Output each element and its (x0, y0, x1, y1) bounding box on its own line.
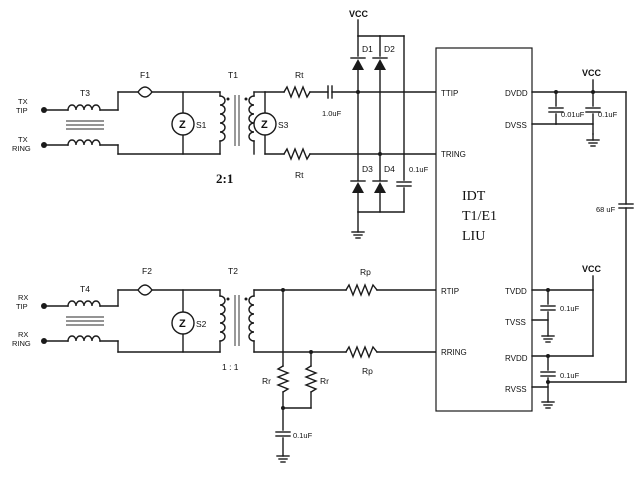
svg-text:0.1uF: 0.1uF (560, 304, 580, 313)
diode-d3: D3 (350, 91, 373, 213)
resistor-rt-bottom: Rt (264, 147, 437, 180)
svg-text:S2: S2 (196, 319, 207, 329)
rx-tip-port: RX TIP (16, 293, 47, 311)
vcc-mid: VCC (582, 264, 602, 291)
vcc-right: VCC (582, 68, 602, 93)
svg-text:Rp: Rp (360, 267, 371, 277)
resistor-rp-top: Rp (345, 267, 437, 297)
svg-text:RX: RX (18, 330, 28, 339)
liu-chip: IDT T1/E1 LIU TTIP TRING RTIP RRING DVDD… (435, 47, 533, 412)
pin-dvss: DVSS (505, 121, 527, 130)
tx-tip-port: TX TIP (16, 97, 47, 115)
svg-text:Rr: Rr (320, 376, 329, 386)
capacitor-tx-coupling: 1.0uF (322, 85, 437, 118)
svg-text:0.1uF: 0.1uF (598, 110, 618, 119)
svg-text:VCC: VCC (582, 68, 602, 78)
svg-text:TIP: TIP (16, 302, 28, 311)
svg-text:0.1uF: 0.1uF (409, 165, 429, 174)
diode-d2: D2 (372, 35, 395, 155)
surge-protector-s2: Z S2 (171, 289, 207, 353)
capacitor-dvdd-01: 0.1uF (585, 91, 618, 147)
vcc-top: VCC (349, 9, 381, 37)
svg-text:Rt: Rt (295, 70, 304, 80)
transformer-t2: T2 (219, 266, 255, 353)
resistor-rt-top: Rt (264, 70, 329, 99)
svg-text:RX: RX (18, 293, 28, 302)
svg-text:T1: T1 (228, 70, 238, 80)
fuse-f1: F1 (117, 70, 221, 155)
transformer-t4: T4 (43, 284, 119, 342)
rx-ratio-label: 1 : 1 (222, 362, 239, 372)
diode-d1: D1 (350, 35, 373, 93)
chip-name-line1: IDT (462, 189, 486, 204)
pin-rvss: RVSS (505, 385, 527, 394)
svg-text:T3: T3 (80, 88, 90, 98)
svg-text:T4: T4 (80, 284, 90, 294)
transformer-t3: T3 (43, 88, 119, 146)
tx-ratio-label: 2:1 (216, 171, 233, 186)
chip-name-line2: T1/E1 (462, 209, 497, 224)
pin-tring: TRING (441, 150, 466, 159)
resistor-rp-bottom: Rp (345, 345, 437, 376)
capacitor-dvdd-001: 0.01uF (548, 91, 585, 125)
fuse-f2: F2 (117, 266, 221, 353)
pin-rtip: RTIP (441, 287, 459, 296)
svg-text:0.1uF: 0.1uF (293, 431, 313, 440)
capacitor-tvdd: 0.1uF (531, 289, 580, 343)
resistor-rr-right: Rr (304, 351, 329, 409)
capacitor-bulk: 68 uF (596, 91, 634, 383)
svg-text:VCC: VCC (582, 264, 602, 274)
pin-tvdd: TVDD (505, 287, 527, 296)
svg-text:0.1uF: 0.1uF (560, 371, 580, 380)
svg-text:D1: D1 (362, 44, 373, 54)
svg-text:Rt: Rt (295, 170, 304, 180)
ground-diode (351, 211, 365, 239)
svg-text:TX: TX (18, 97, 28, 106)
surge-protector-s3: Z S3 (253, 91, 289, 155)
svg-text:F2: F2 (142, 266, 152, 276)
svg-text:S3: S3 (278, 120, 289, 130)
surge-protector-s1: Z S1 (171, 91, 207, 155)
svg-text:TIP: TIP (16, 106, 28, 115)
rx-ring-port: RX RING (12, 330, 47, 348)
chip-name-line3: LIU (462, 229, 485, 244)
capacitor-rr: 0.1uF (275, 407, 313, 463)
svg-text:S1: S1 (196, 120, 207, 130)
svg-text:D2: D2 (384, 44, 395, 54)
svg-text:68 uF: 68 uF (596, 205, 616, 214)
svg-text:Z: Z (261, 119, 268, 131)
resistor-rr-left: Rr (262, 289, 290, 409)
svg-text:F1: F1 (140, 70, 150, 80)
pin-dvdd: DVDD (505, 89, 528, 98)
capacitor-diode-bypass: 0.1uF (357, 35, 429, 213)
svg-text:Z: Z (179, 318, 186, 330)
svg-text:0.01uF: 0.01uF (561, 110, 585, 119)
svg-text:RING: RING (12, 339, 31, 348)
pin-rvdd: RVDD (505, 354, 528, 363)
svg-text:D4: D4 (384, 164, 395, 174)
svg-text:Rr: Rr (262, 376, 271, 386)
diode-d4: D4 (372, 153, 395, 213)
svg-text:Z: Z (179, 119, 186, 131)
pin-rring: RRING (441, 348, 467, 357)
svg-text:1.0uF: 1.0uF (322, 109, 342, 118)
pin-tvss: TVSS (505, 318, 526, 327)
svg-text:VCC: VCC (349, 9, 369, 19)
svg-text:D3: D3 (362, 164, 373, 174)
svg-text:T2: T2 (228, 266, 238, 276)
svg-text:TX: TX (18, 135, 28, 144)
svg-text:RING: RING (12, 144, 31, 153)
svg-text:Rp: Rp (362, 366, 373, 376)
tx-ring-port: TX RING (12, 135, 47, 153)
transformer-t1: T1 (219, 70, 255, 155)
pin-ttip: TTIP (441, 89, 458, 98)
